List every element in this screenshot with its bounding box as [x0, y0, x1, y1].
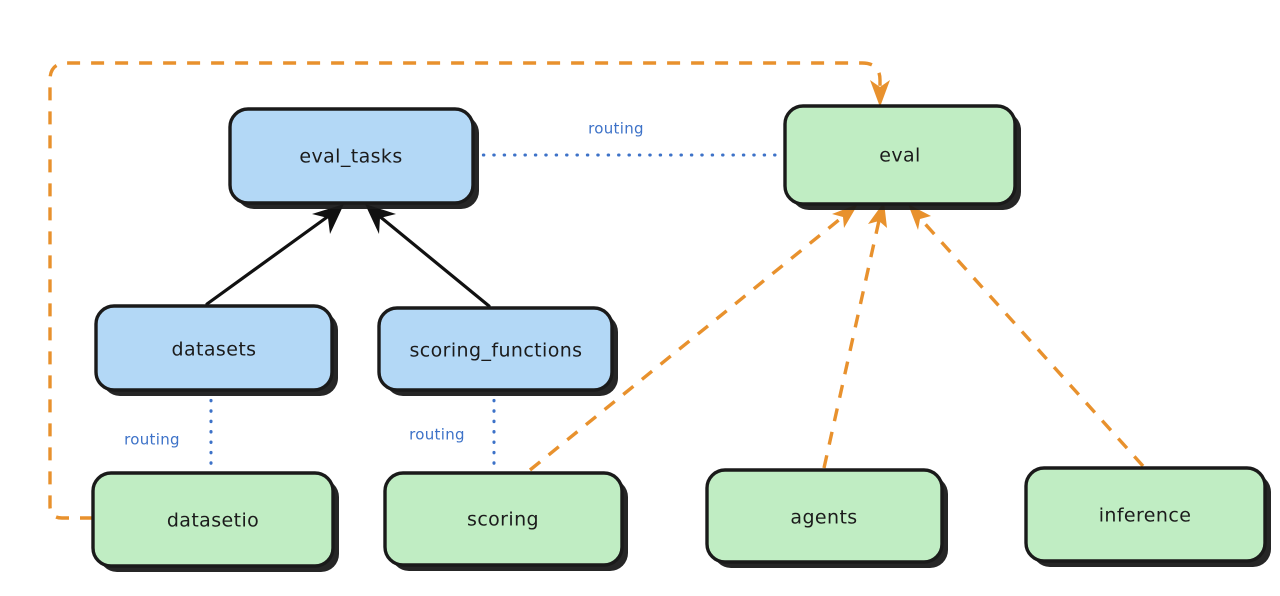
- node-scoring_functions-box[interactable]: [377, 306, 614, 392]
- node-datasets-label: datasets: [172, 339, 257, 361]
- edge-scoring_functions-eval_tasks: [365, 204, 491, 308]
- edge-label-routing-datasetio: routing: [124, 431, 180, 449]
- node-eval-box[interactable]: [783, 104, 1017, 206]
- node-agents-label: agents: [790, 507, 857, 529]
- edge-label-routing-scoring: routing: [409, 426, 465, 444]
- edge-label-routing-eval: routing: [588, 120, 644, 138]
- edge-scoring_functions-scoring: routing: [409, 388, 496, 475]
- edge-eval_tasks-eval: routing: [471, 120, 787, 157]
- arrowhead-scoring_functions-eval_tasks: [365, 204, 396, 234]
- node-datasetio[interactable]: datasetio: [91, 471, 339, 572]
- node-inference[interactable]: inference: [1024, 466, 1271, 567]
- node-eval_tasks-label: eval_tasks: [299, 146, 402, 168]
- edge-datasets-datasetio: routing: [124, 388, 213, 475]
- node-scoring-label: scoring: [467, 509, 539, 531]
- node-agents[interactable]: agents: [705, 468, 948, 568]
- node-eval-label: eval: [879, 145, 920, 167]
- node-eval_tasks-box[interactable]: [228, 107, 475, 205]
- arrowhead-datasets-eval_tasks: [312, 204, 344, 234]
- node-inference-label: inference: [1099, 505, 1192, 527]
- edge-inference-eval: [908, 204, 1145, 468]
- node-scoring-box[interactable]: [383, 471, 624, 567]
- arrowhead-datasetio-eval: [870, 80, 890, 107]
- node-eval_tasks[interactable]: eval_tasks: [228, 107, 479, 209]
- node-agents-box[interactable]: [705, 468, 944, 564]
- node-scoring_functions[interactable]: scoring_functions: [377, 306, 618, 396]
- node-layer: eval_tasks eval datasets scoring_functio…: [91, 104, 1271, 572]
- edge-agents-eval: [822, 202, 887, 469]
- node-datasetio-label: datasetio: [167, 510, 259, 532]
- edge-layer: routing routing routing: [48, 61, 1145, 520]
- node-inference-box[interactable]: [1024, 466, 1267, 563]
- node-datasetio-box[interactable]: [91, 471, 335, 568]
- node-datasets[interactable]: datasets: [94, 304, 338, 396]
- node-datasets-box[interactable]: [94, 304, 334, 392]
- arrowhead-inference-eval: [908, 204, 931, 230]
- node-eval[interactable]: eval: [783, 104, 1021, 210]
- node-scoring[interactable]: scoring: [383, 471, 628, 571]
- edge-datasets-eval_tasks: [205, 204, 344, 306]
- edge-datasetio-eval: [48, 61, 890, 520]
- node-scoring_functions-label: scoring_functions: [410, 340, 583, 362]
